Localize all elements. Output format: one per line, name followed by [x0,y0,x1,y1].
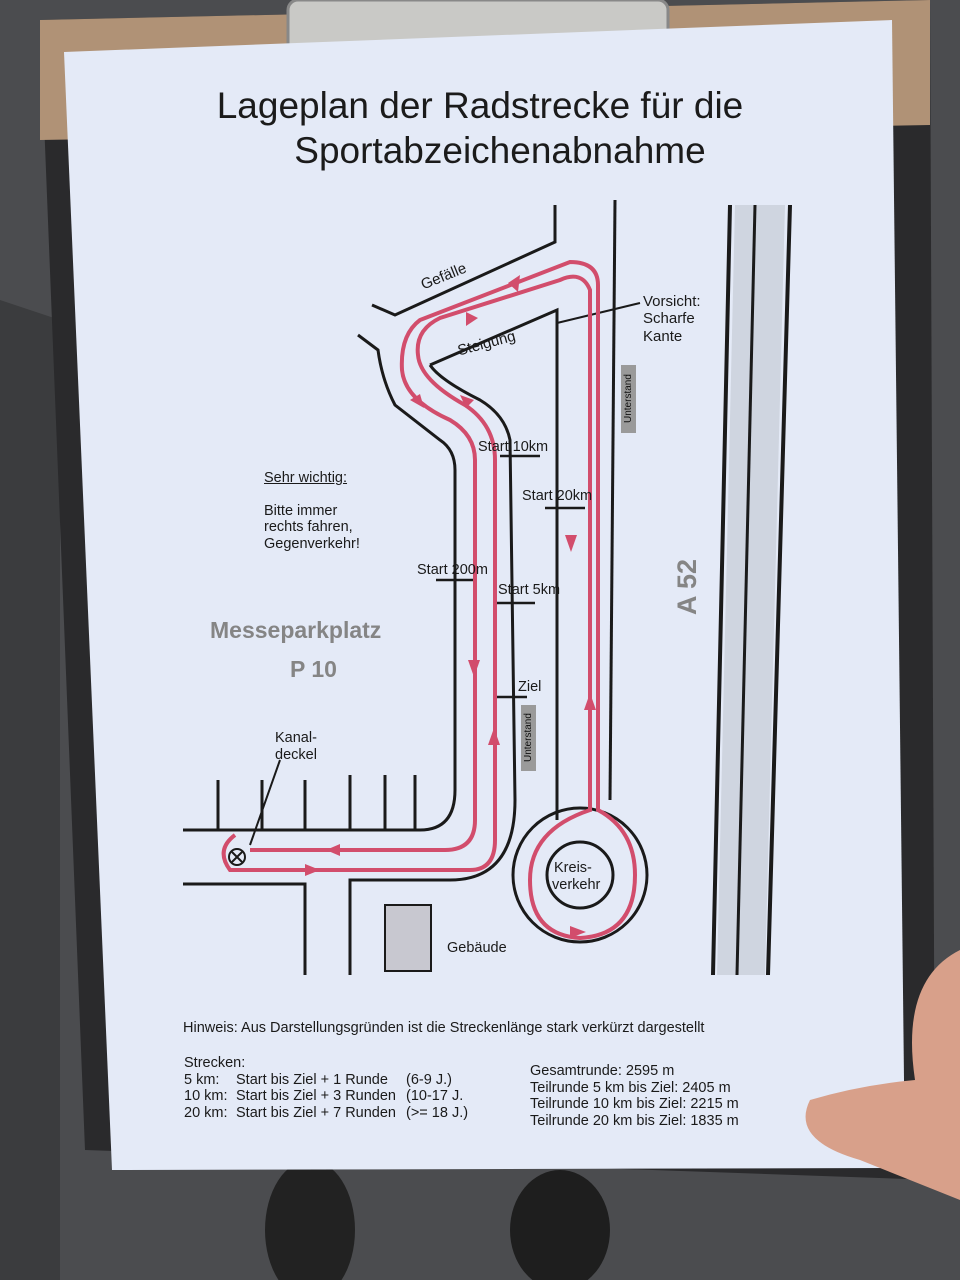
important-heading: Sehr wichtig: [264,470,348,486]
important-line: Bitte immer [264,502,338,519]
label-unterstand-bottom: Unterstand [521,705,536,771]
site-map [183,199,792,976]
strecken-desc: Start bis Ziel + 3 Runden [236,1088,396,1105]
length-item: Teilrunde 5 km bis Ziel: 2405 m [530,1079,731,1096]
track-arrows [305,275,596,938]
important-note: Sehr wichtig: Bitte immer rechts fahren,… [264,470,360,553]
length-item: Teilrunde 10 km bis Ziel: 2215 m [530,1096,739,1113]
title-line-1: Lageplan der Radstrecke für die [216,85,744,126]
vorsicht-line: Kante [643,327,683,345]
label-unterstand-top: Unterstand [621,365,636,433]
strecken-heading: Strecken: [184,1055,246,1071]
label-vorsicht: Vorsicht: Scharfe Kante [643,293,701,345]
label-gebaeude: Gebäude [447,940,507,956]
building [384,904,432,972]
hinweis-text: Hinweis: Aus Darstellungsgründen ist die… [183,1020,705,1036]
strecken-row: 5 km: Start bis Ziel + 1 Runde (6-9 J.) [184,1072,468,1089]
strecken-table: Strecken: 5 km: Start bis Ziel + 1 Runde (… [184,1055,468,1122]
label-kanaldeckel: Kanal- deckel [275,730,317,763]
strecken-row: 10 km: Start bis Ziel + 3 Runden (10-17 J. [184,1088,468,1105]
vorsicht-line: Scharfe [643,310,695,328]
kanaldeckel-line: deckel [275,746,317,763]
hand [805,950,960,1200]
kreisverkehr-line: verkehr [552,876,601,893]
label-kreisverkehr: Kreis- verkehr [552,860,600,893]
label-parking-id: P 10 [290,656,337,682]
kanaldeckel-line: Kanal- [275,730,317,746]
manhole-icon [228,848,246,866]
label-parking-name: Messeparkplatz [210,617,382,643]
strecken-age: (>= 18 J.) [406,1105,469,1122]
strecken-desc: Start bis Ziel + 1 Runde [236,1071,388,1088]
important-line: Gegenverkehr! [264,536,360,553]
track-line [221,259,638,941]
strecken-dist: 5 km: [184,1071,220,1088]
kreisverkehr-line: Kreis- [554,860,592,876]
label-start-200m: Start 200m [417,562,488,578]
label-ziel: Ziel [518,679,542,695]
label-start-20km: Start 20km [522,488,593,504]
strecken-desc: Start bis Ziel + 7 Runden [236,1105,396,1122]
label-start-5km: Start 5km [498,582,561,598]
strecken-dist: 10 km: [184,1088,228,1105]
strecken-age: (10-17 J. [406,1088,464,1105]
strecken-age: (6-9 J.) [406,1071,452,1088]
strecken-row: 20 km: Start bis Ziel + 7 Runden (>= 18 J.… [184,1105,468,1122]
important-line: rechts fahren, [264,519,353,536]
label-a52: A 52 [672,558,702,615]
lengths-list: Gesamtrunde: 2595 m Teilrunde 5 km bis Z… [530,1063,739,1130]
strecken-dist: 20 km: [184,1105,228,1122]
label-start-10km: Start 10km [478,439,549,455]
track [221,259,638,941]
length-item: Teilrunde 20 km bis Ziel: 1835 m [530,1113,739,1130]
vorsicht-line: Vorsicht: [643,293,701,310]
title-line-2: Sportabzeichenabnahme [294,130,706,171]
length-item: Gesamtrunde: 2595 m [530,1063,675,1079]
